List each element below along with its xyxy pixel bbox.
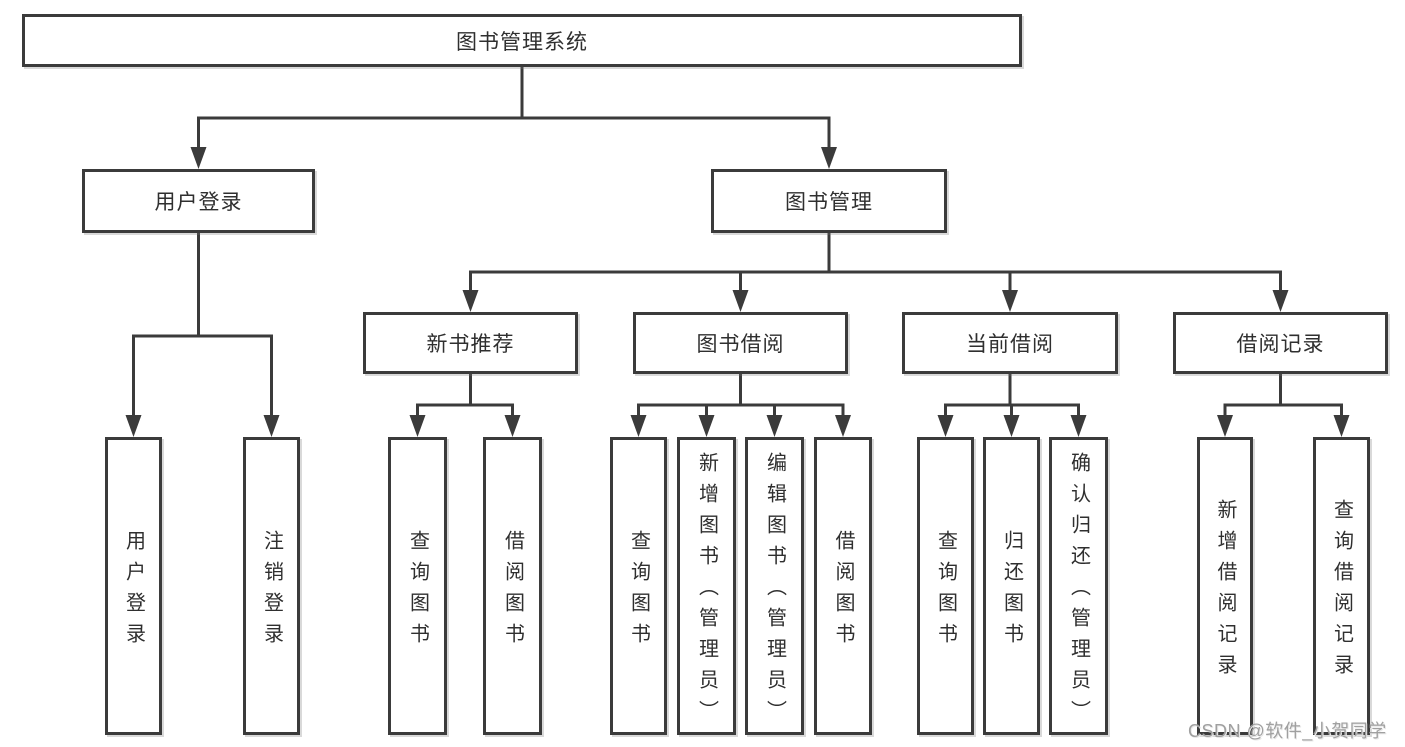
leaf-logout-label: 注销登录 [260, 529, 283, 654]
leaf-query-books-borrowing-label: 查询图书 [627, 529, 650, 654]
leaf-return-books-label: 归还图书 [1000, 529, 1023, 654]
leaf-query-books-current: 查询图书 [917, 437, 974, 735]
node-user-login: 用户登录 [82, 169, 315, 233]
leaf-borrow-books-label: 借阅图书 [832, 529, 854, 654]
leaf-user-login: 用户登录 [105, 437, 162, 735]
node-book-borrowing: 图书借阅 [633, 312, 848, 374]
leaf-add-borrowing-record-label: 新增借阅记录 [1214, 498, 1236, 685]
watermark: CSDN @软件_小贺同学 [1188, 721, 1387, 741]
leaf-query-books-borrowing: 查询图书 [610, 437, 667, 735]
leaf-return-books: 归还图书 [983, 437, 1040, 735]
node-borrowing-records: 借阅记录 [1173, 312, 1388, 374]
leaf-query-borrowing-record-label: 查询借阅记录 [1330, 498, 1353, 685]
node-book-management: 图书管理 [711, 169, 947, 233]
leaf-borrow-books: 借阅图书 [814, 437, 872, 735]
leaf-borrow-books-recommend-label: 借阅图书 [501, 529, 524, 654]
leaf-borrow-books-recommend: 借阅图书 [483, 437, 542, 735]
leaf-add-borrowing-record: 新增借阅记录 [1197, 437, 1253, 735]
node-new-book-recommendation: 新书推荐 [363, 312, 578, 374]
arrowheads [125, 147, 1350, 437]
leaf-edit-books-admin-label: 编辑图书（管理员） [763, 452, 786, 731]
node-current-borrowing: 当前借阅 [902, 312, 1118, 374]
node-library-management-system: 图书管理系统 [22, 14, 1022, 67]
leaf-add-books-admin-label: 新增图书（管理员） [695, 452, 718, 731]
leaf-logout: 注销登录 [243, 437, 300, 735]
leaf-user-login-label: 用户登录 [122, 529, 145, 654]
leaf-query-books-current-label: 查询图书 [934, 529, 957, 654]
leaf-confirm-return-admin-label: 确认归还（管理员） [1067, 452, 1090, 731]
leaf-query-books-recommend-label: 查询图书 [406, 529, 429, 654]
leaf-add-books-admin: 新增图书（管理员） [677, 437, 736, 735]
leaf-query-borrowing-record: 查询借阅记录 [1313, 437, 1370, 735]
leaf-edit-books-admin: 编辑图书（管理员） [745, 437, 804, 735]
leaf-query-books-recommend: 查询图书 [388, 437, 447, 735]
leaf-confirm-return-admin: 确认归还（管理员） [1049, 437, 1108, 735]
